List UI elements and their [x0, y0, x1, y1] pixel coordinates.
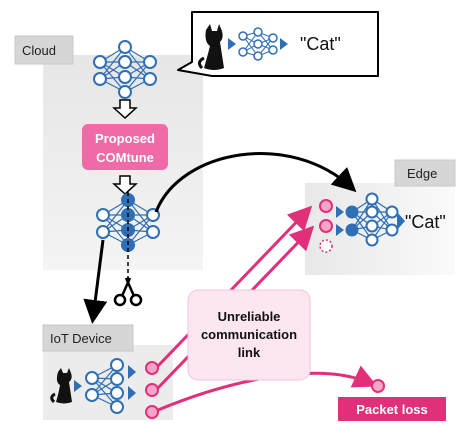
- packet-loss-text: Packet loss: [356, 402, 428, 417]
- edge-label: Edge: [407, 166, 437, 181]
- link-box: Unreliable communication link: [187, 289, 311, 381]
- down-arrow-icon: [112, 99, 138, 120]
- edge-network-icon: [336, 192, 405, 247]
- cloud-label: Cloud: [22, 43, 56, 58]
- iot-output-features: [145, 361, 159, 419]
- method-line1: Proposed: [95, 131, 155, 146]
- iot-network-icon: [85, 358, 136, 414]
- callout-output-text: "Cat": [300, 34, 341, 54]
- cloud-network-icon: [93, 40, 157, 99]
- lost-packet: [371, 379, 385, 393]
- link-line1: Unreliable: [218, 309, 281, 324]
- mini-network-icon: [228, 27, 288, 61]
- deploy-to-edge-arrow: [154, 152, 357, 213]
- edge-received-features: [319, 199, 333, 253]
- method-box: Proposed COMtune: [82, 124, 168, 170]
- link-line2: communication: [201, 327, 297, 342]
- split-network-icon: [96, 192, 160, 282]
- callout-bubble: [177, 11, 379, 77]
- iot-panel: IoT Device: [42, 324, 173, 420]
- edge-output-text: "Cat": [405, 212, 446, 232]
- cat-silhouette-icon: [50, 368, 72, 404]
- method-line2: COMtune: [96, 150, 154, 165]
- input-arrow-icon: [74, 380, 82, 392]
- down-arrow-icon: [112, 175, 138, 196]
- scissors-icon: [113, 277, 143, 307]
- iot-label: IoT Device: [50, 331, 112, 346]
- edge-panel: Edge: [305, 159, 456, 275]
- link-line3: link: [238, 345, 261, 360]
- deploy-to-iot-arrow: [83, 239, 108, 324]
- cat-silhouette-icon: [197, 24, 224, 70]
- packet-loss-badge: Packet loss: [338, 397, 446, 421]
